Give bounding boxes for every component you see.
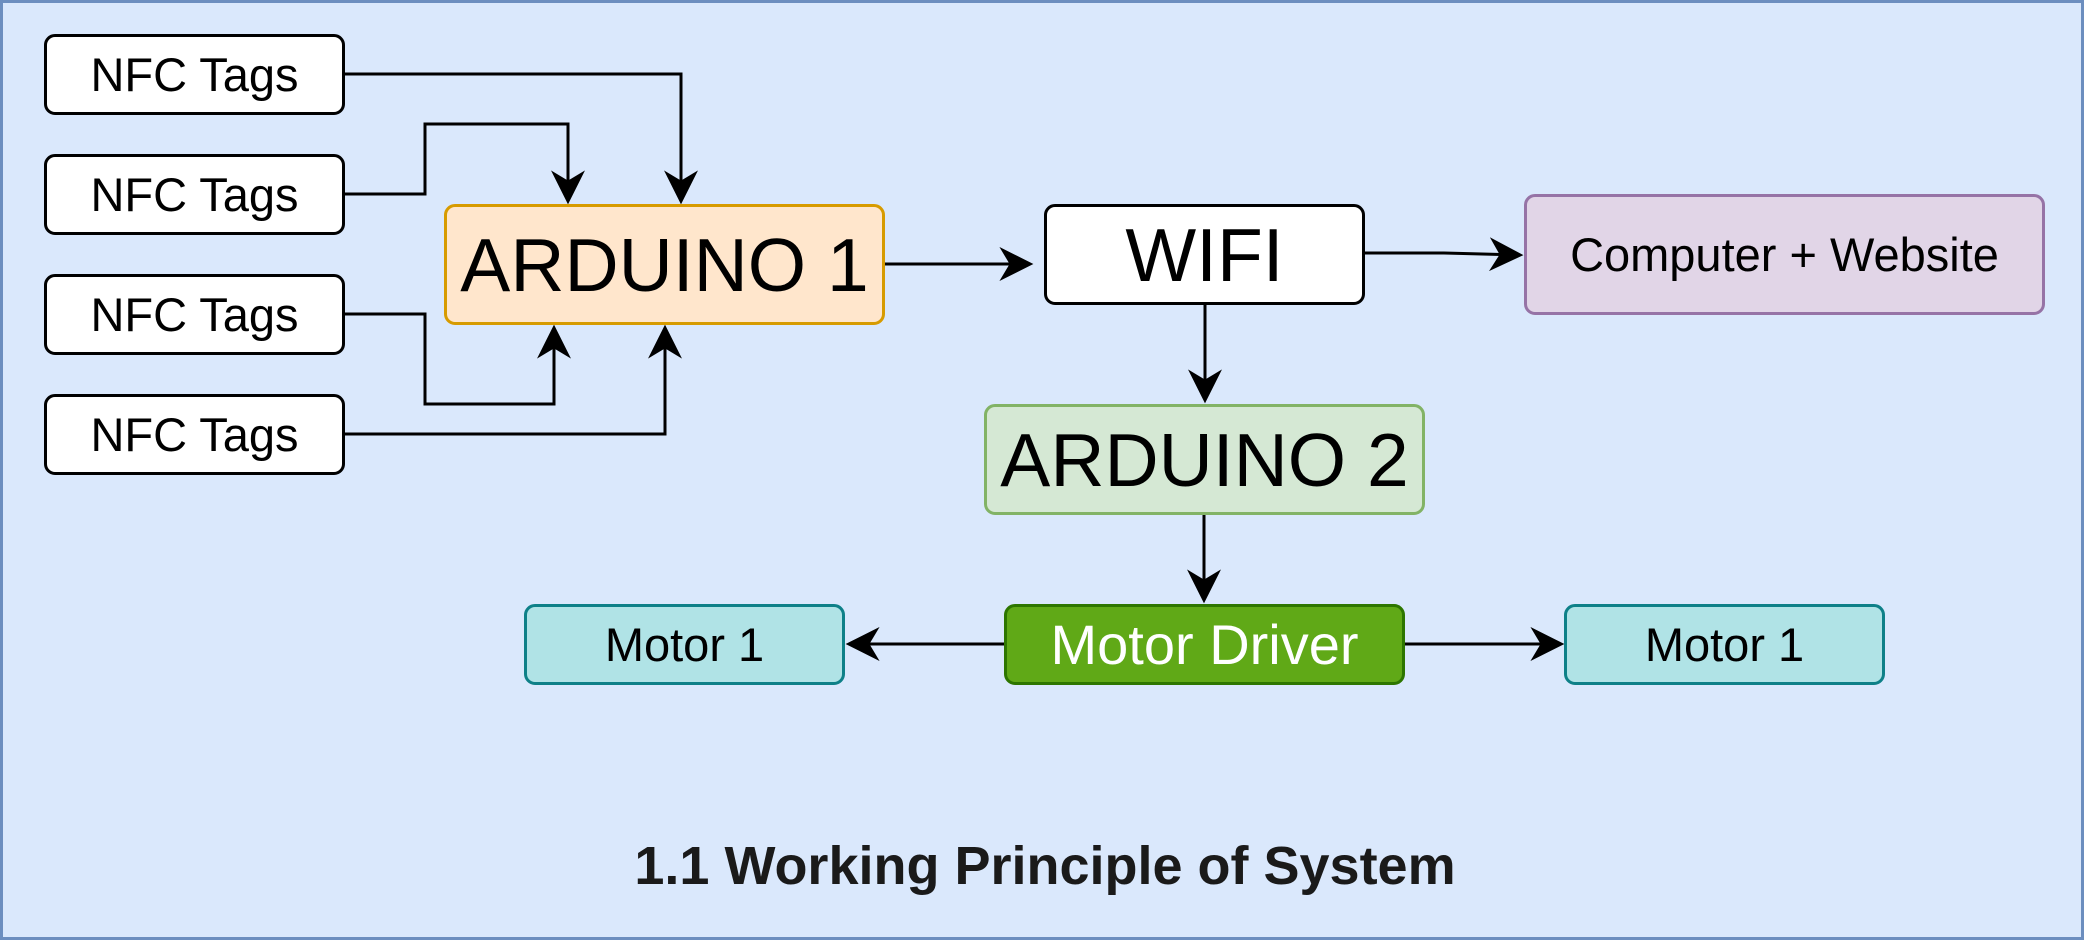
arduino-2-node: ARDUINO 2	[984, 404, 1425, 515]
nfc-tags-node-1: NFC Tags	[44, 34, 345, 115]
motor-driver-node: Motor Driver	[1004, 604, 1405, 685]
connector-nfc-3-to-arduino1	[345, 324, 682, 436]
connector-layer	[345, 72, 1565, 661]
nfc-tags-node-3: NFC Tags	[44, 274, 345, 355]
connector-nfc-2-to-arduino1	[345, 312, 571, 406]
nfc-tags-node-2: NFC Tags	[44, 154, 345, 235]
motor-right-node: Motor 1	[1564, 604, 1885, 685]
connector-nfc-0-to-arduino1	[345, 72, 698, 205]
computer-website-node: Computer + Website	[1524, 194, 2045, 315]
motor-left-node: Motor 1	[524, 604, 845, 685]
arduino-1-node: ARDUINO 1	[444, 204, 885, 325]
wifi-node: WIFI	[1044, 204, 1365, 305]
diagram-caption: 1.1 Working Principle of System	[634, 836, 1456, 896]
connector-wifi-to-computer	[1365, 237, 1524, 272]
connector-nfc-1-to-arduino1	[345, 122, 585, 205]
nfc-tags-node-4: NFC Tags	[44, 394, 345, 475]
